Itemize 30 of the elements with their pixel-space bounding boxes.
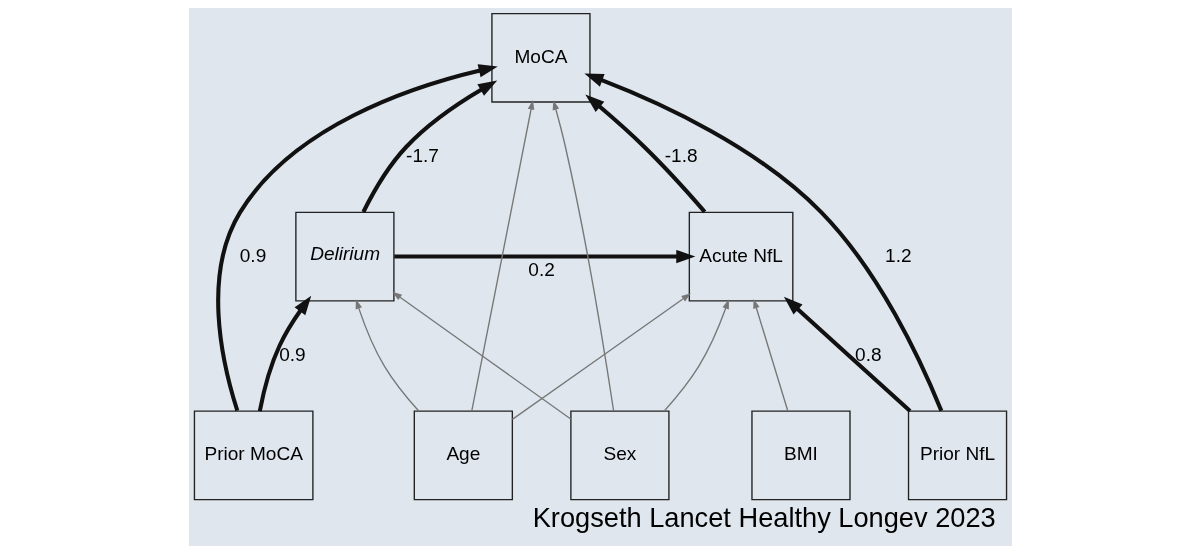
- node-box: Delirium: [294, 211, 395, 302]
- arrow: [583, 73, 943, 412]
- edge-label: 0.9: [239, 244, 266, 266]
- caption: Krogseth Lancet Healthy Longev 2023: [532, 501, 996, 533]
- arrow: [752, 298, 788, 412]
- node-box: BMI: [750, 410, 851, 501]
- node-box: Acute NfL: [688, 211, 793, 302]
- arrow: [663, 299, 729, 412]
- edge-label: 0.9: [278, 344, 306, 365]
- node-box: Prior NfL: [907, 410, 1007, 501]
- edge-label: -1.7: [405, 145, 439, 167]
- arrow: [584, 94, 706, 214]
- arrow: [257, 295, 311, 412]
- node-box: Sex: [569, 410, 670, 501]
- arrow: [470, 100, 534, 412]
- edge-label: -1.8: [664, 145, 698, 167]
- edge-label: 0.2: [527, 258, 555, 280]
- arrow: [783, 296, 911, 413]
- edge-label: 0.8: [854, 344, 882, 365]
- node-box: Prior MoCA: [193, 410, 314, 501]
- node-box: MoCA: [490, 12, 591, 103]
- arrow: [361, 80, 497, 213]
- arrow: [552, 100, 614, 412]
- node-box: Age: [413, 410, 513, 501]
- arrow: [511, 293, 691, 421]
- arrow: [393, 249, 695, 264]
- arrow: [355, 299, 419, 412]
- edge-label: 1.2: [884, 244, 912, 266]
- arrow: [391, 291, 571, 420]
- arrow: [215, 64, 498, 412]
